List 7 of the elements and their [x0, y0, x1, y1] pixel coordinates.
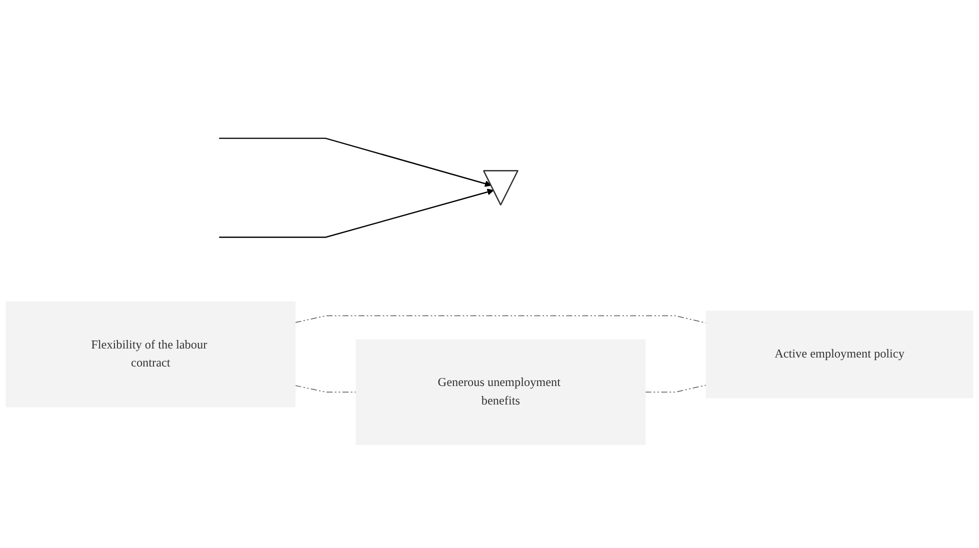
connector: [644, 384, 706, 392]
node-box: Flexibility of the labour contract: [6, 301, 296, 407]
node-box: Generous unemployment benefits: [356, 338, 646, 445]
node-box: Active employment policy: [706, 310, 974, 398]
arrow: [219, 188, 494, 238]
arrow: [219, 137, 492, 187]
connector: [294, 384, 356, 392]
